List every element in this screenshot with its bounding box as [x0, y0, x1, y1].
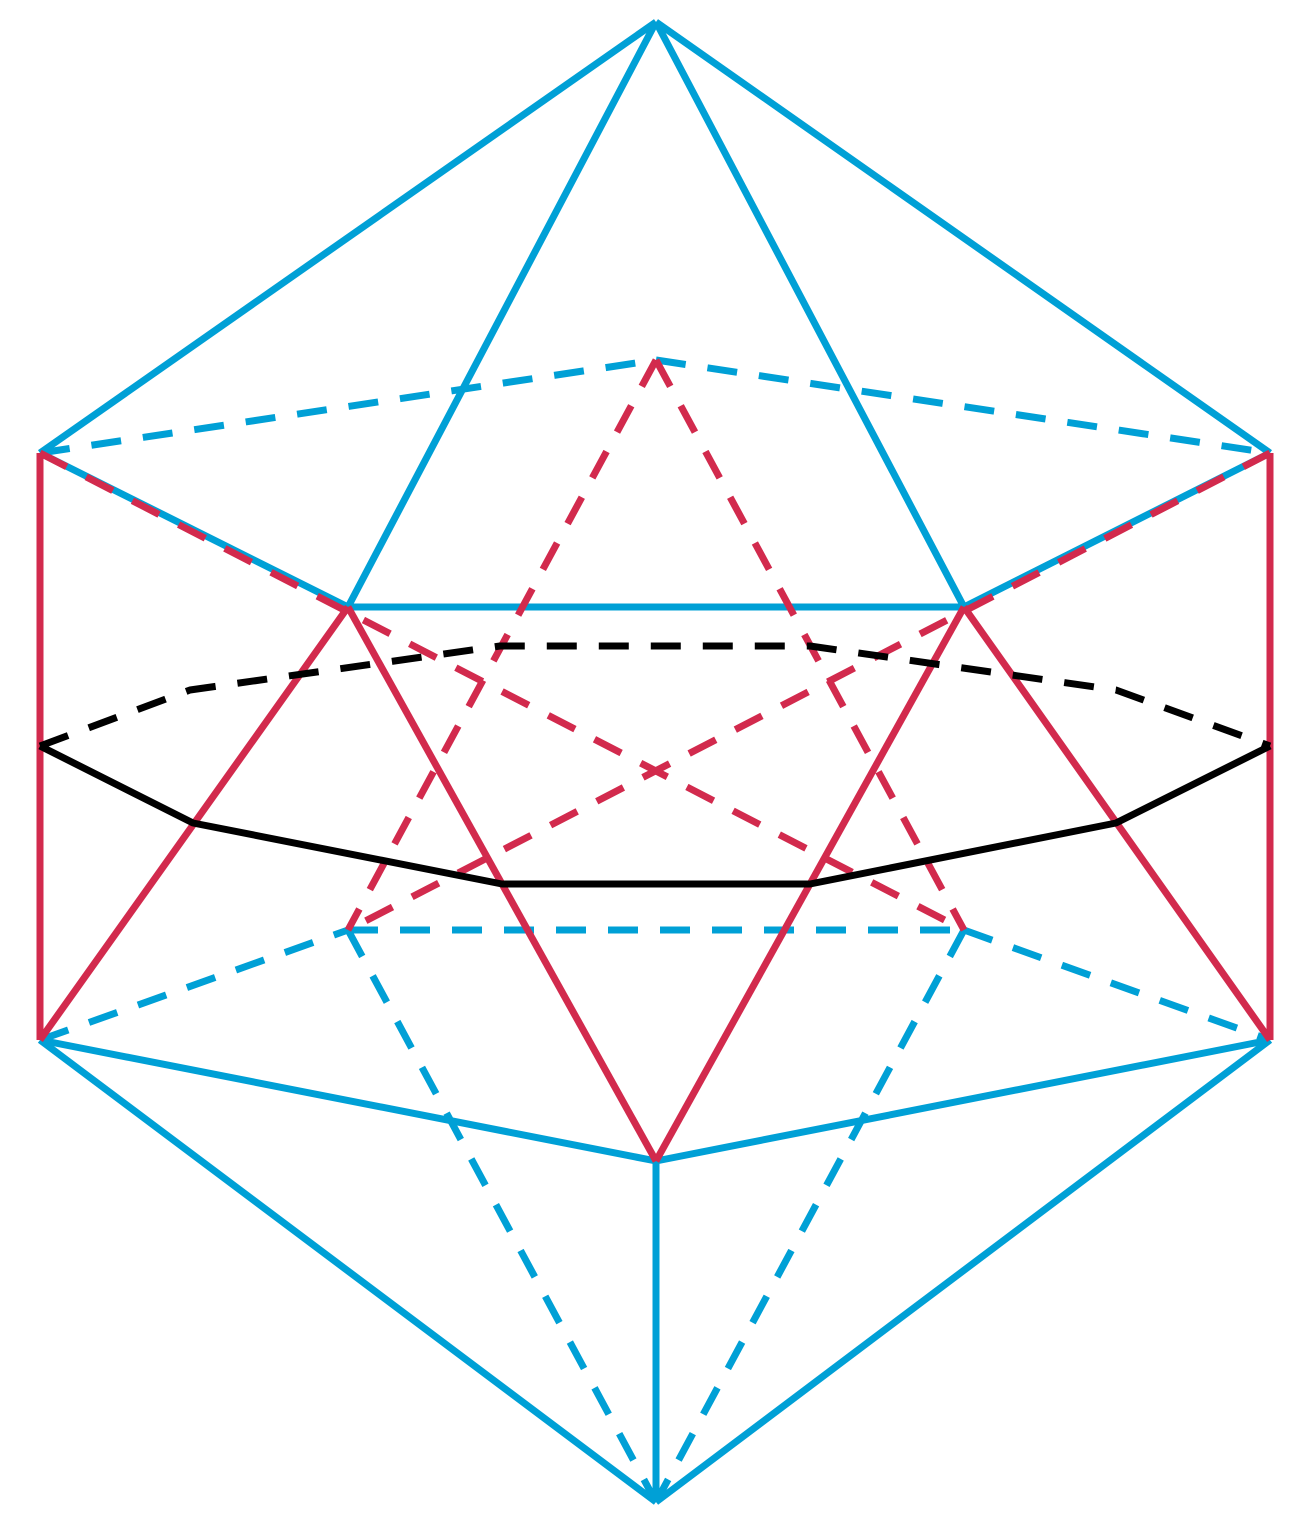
edge-top-front-right	[652, 20, 968, 609]
equator-back-dashed	[38, 642, 1272, 750]
edge-top-front-left	[344, 20, 660, 609]
edge-back-upper-right	[655, 356, 1271, 457]
edge-back-right-bottom	[652, 928, 968, 1504]
edge-back-lower-right	[962, 926, 1272, 1044]
edge-back-lower-left	[38, 926, 350, 1044]
edge-top-upper-right	[653, 19, 1273, 456]
edge-back-upper-left	[39, 356, 657, 457]
edge-upper-right-back-left	[346, 449, 1272, 934]
equator-front-solid	[38, 742, 1272, 888]
edge-lower-left-bottom-front	[39, 1036, 657, 1165]
edge-upper-left-back-right	[38, 449, 966, 934]
edge-lower-left-bottom	[37, 1037, 659, 1505]
edge-bottom-front-lower-right	[655, 1036, 1271, 1165]
edge-lower-right-bottom	[653, 1037, 1273, 1505]
edge-top-upper-left	[37, 19, 659, 456]
edge-back-left-bottom	[344, 928, 660, 1504]
